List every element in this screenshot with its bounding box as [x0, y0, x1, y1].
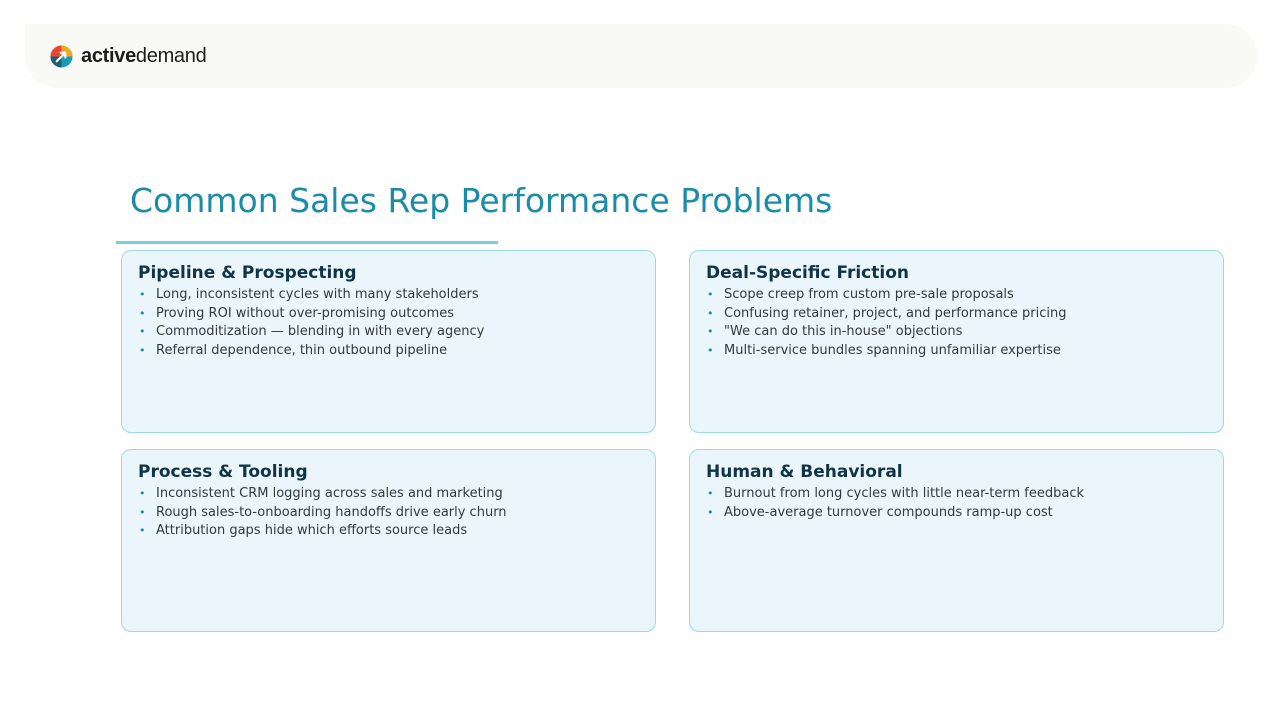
card-pipeline-prospecting: Pipeline & Prospecting • Long, inconsiste…: [121, 250, 656, 433]
bullet-icon: •: [707, 306, 714, 320]
card-title: Human & Behavioral: [706, 462, 903, 482]
brand-wordmark: activedemand: [81, 44, 207, 68]
list-item-text: Burnout from long cycles with little nea…: [724, 486, 1085, 501]
brand-logo: activedemand: [50, 44, 207, 68]
card-title: Deal-Specific Friction: [706, 263, 909, 283]
list-item: • Scope creep from custom pre-sale propos…: [706, 286, 1207, 305]
list-item: • Rough sales-to-onboarding handoffs driv…: [138, 504, 639, 523]
title-underline: [116, 241, 498, 244]
list-item-text: Above-average turnover compounds ramp-up…: [724, 504, 1053, 520]
bullet-list: • Inconsistent CRM logging across sales a…: [138, 485, 639, 541]
list-item: • Referral dependence, thin outbound pipe…: [138, 342, 639, 361]
list-item-text: Commoditization — blending in with every…: [156, 324, 485, 340]
bullet-icon: •: [139, 487, 146, 500]
list-item-text: Referral dependence, thin outbound pipel…: [156, 342, 448, 358]
list-item: • Commoditization — blending in with ever…: [138, 323, 639, 342]
list-item: • Long, inconsistent cycles with many sta…: [138, 286, 639, 305]
list-item-text: "We can do this in-house" objections: [724, 324, 963, 340]
list-item: • Attribution gaps hide which efforts sou…: [138, 522, 639, 541]
bullet-icon: •: [707, 487, 714, 500]
bullet-icon: •: [139, 306, 146, 320]
bullet-icon: •: [139, 505, 146, 519]
brand-name-light: demand: [135, 45, 207, 67]
list-item-text: Attribution gaps hide which efforts sour…: [156, 523, 468, 539]
list-item: • Inconsistent CRM logging across sales a…: [138, 485, 639, 504]
list-item: • Confusing retainer, project, and perfor…: [706, 305, 1207, 324]
bullet-icon: •: [707, 343, 714, 357]
bullet-icon: •: [707, 325, 714, 339]
list-item-text: Multi-service bundles spanning unfamilia…: [724, 342, 1061, 358]
bullet-icon: •: [707, 288, 714, 301]
list-item-text: Long, inconsistent cycles with many stak…: [156, 287, 479, 302]
header-bar: [25, 24, 1257, 88]
card-deal-specific-friction: Deal-Specific Friction • Scope creep from…: [689, 250, 1224, 433]
list-item-text: Inconsistent CRM logging across sales an…: [156, 486, 503, 501]
activedemand-logo-icon: [50, 44, 73, 68]
bullet-icon: •: [139, 524, 146, 538]
list-item: • Multi-service bundles spanning unfamili…: [706, 342, 1207, 361]
list-item: • Proving ROI without over-promising outc…: [138, 305, 639, 324]
bullet-icon: •: [707, 505, 714, 519]
list-item-text: Proving ROI without over-promising outco…: [156, 305, 455, 321]
list-item: • Above-average turnover compounds ramp-u…: [706, 504, 1207, 523]
list-item: • Burnout from long cycles with little ne…: [706, 485, 1207, 504]
bullet-list: • Long, inconsistent cycles with many sta…: [138, 286, 639, 360]
bullet-list: • Burnout from long cycles with little ne…: [706, 485, 1207, 522]
list-item-text: Confusing retainer, project, and perform…: [724, 305, 1067, 321]
card-title: Process & Tooling: [138, 462, 308, 482]
card-human-behavioral: Human & Behavioral • Burnout from long cy…: [689, 449, 1224, 632]
card-title: Pipeline & Prospecting: [138, 263, 357, 283]
list-item-text: Scope creep from custom pre-sale proposa…: [724, 287, 1014, 302]
list-item-text: Rough sales-to-onboarding handoffs drive…: [156, 504, 507, 520]
bullet-icon: •: [139, 343, 146, 357]
card-process-tooling: Process & Tooling • Inconsistent CRM logg…: [121, 449, 656, 632]
page-title: Common Sales Rep Performance Problems: [130, 181, 833, 220]
bullet-icon: •: [139, 325, 146, 339]
bullet-icon: •: [139, 288, 146, 301]
bullet-list: • Scope creep from custom pre-sale propos…: [706, 286, 1207, 360]
list-item: • "We can do this in-house" objections: [706, 323, 1207, 342]
brand-name-bold: active: [81, 45, 136, 67]
